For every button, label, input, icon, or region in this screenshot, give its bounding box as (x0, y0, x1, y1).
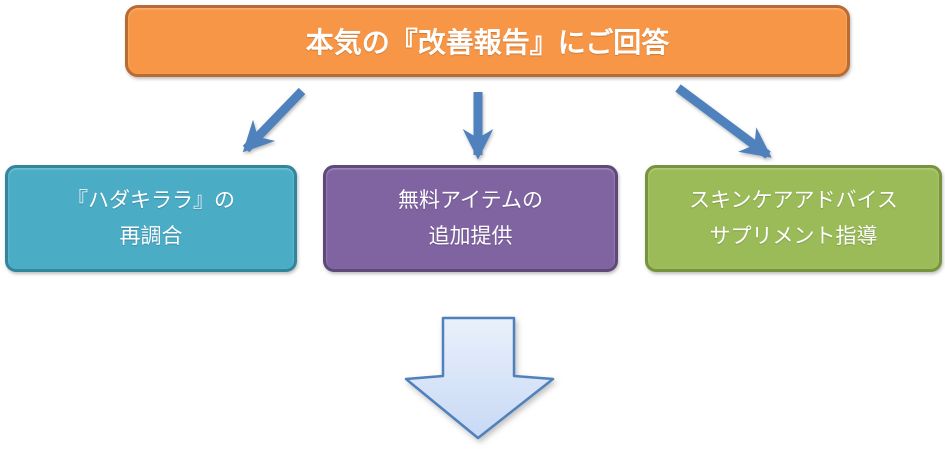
box-hadakirara-resaichogo: 『ハダキララ』の 再調合 (5, 165, 297, 272)
branch-box-1-label: 『ハダキララ』の 再調合 (67, 188, 235, 248)
branch-box-3-label: スキンケアアドバイス サプリメント指導 (689, 188, 898, 248)
branch-box-2-label: 無料アイテムの 追加提供 (398, 188, 543, 248)
title-box-label: 本気の『改善報告』にご回答 (305, 27, 670, 58)
title-box: 本気の『改善報告』にご回答 (125, 5, 850, 77)
big-down-arrow (404, 316, 555, 440)
box-free-item: 無料アイテムの 追加提供 (323, 165, 618, 272)
arrow-to-right-box (675, 84, 772, 159)
arrow-to-left-box (242, 87, 306, 153)
box-skincare-advice: スキンケアアドバイス サプリメント指導 (645, 165, 942, 272)
